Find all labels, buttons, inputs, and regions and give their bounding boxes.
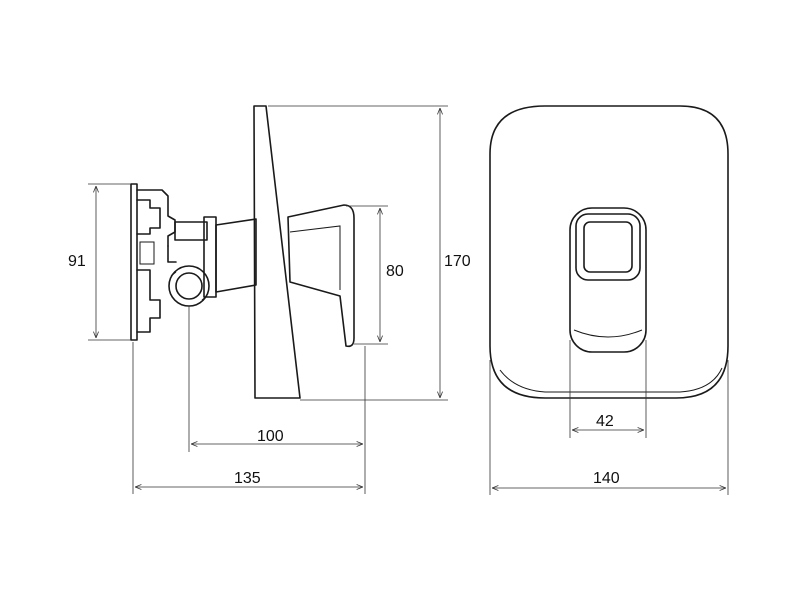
dimension-label-91: 91 (68, 253, 86, 270)
side-view: 91 80 170 100 135 (68, 105, 471, 494)
lever-front (569, 207, 647, 353)
dimension-label-80: 80 (386, 263, 404, 280)
outlet-nut (168, 265, 210, 307)
valve-stem (215, 218, 257, 293)
connector-pipe (174, 216, 217, 298)
valve-body (136, 189, 177, 333)
dimension-label-170: 170 (444, 253, 471, 270)
dimension-label-140: 140 (593, 470, 620, 487)
front-view: 42 140 (489, 105, 729, 495)
cover-plate-front (489, 105, 729, 399)
lever-handle (287, 204, 355, 348)
dimension-label-100: 100 (257, 428, 284, 445)
cover-plate-profile (253, 105, 301, 399)
dimension-label-135: 135 (234, 470, 261, 487)
mounting-plate (130, 183, 138, 341)
dimension-label-42: 42 (596, 413, 614, 430)
